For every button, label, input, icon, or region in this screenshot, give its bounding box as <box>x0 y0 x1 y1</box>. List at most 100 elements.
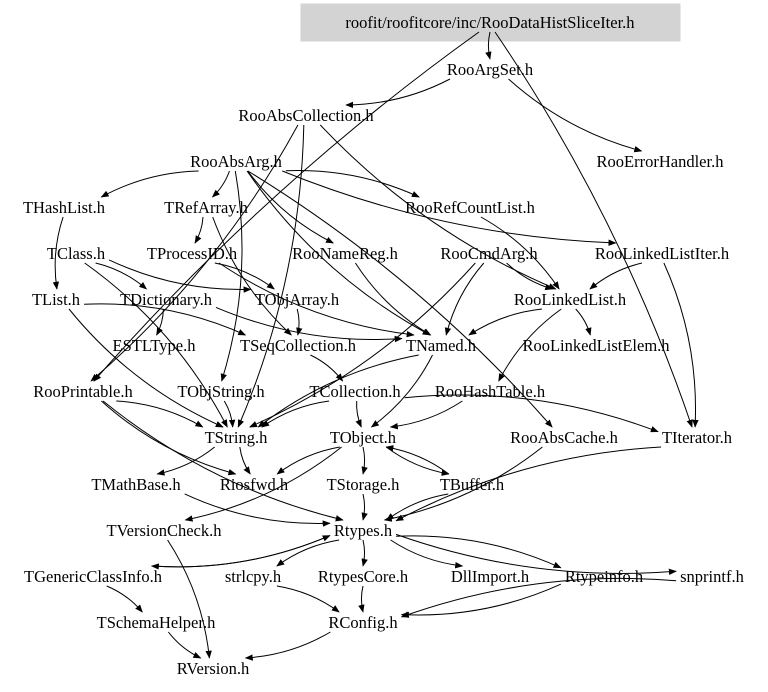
node-dllimport[interactable]: DllImport.h <box>451 567 530 586</box>
node-strlcpy[interactable]: strlcpy.h <box>225 567 282 586</box>
node-tstring[interactable]: TString.h <box>205 428 269 447</box>
node-tstorage[interactable]: TStorage.h <box>327 475 401 494</box>
edge-roolinkedlistiter-to-roolinkedlist <box>589 262 643 290</box>
node-snprintf[interactable]: snprintf.h <box>680 567 744 586</box>
edge-tgenericclassinfo-to-rtypes <box>151 535 331 568</box>
edge-rooabsarg-to-tnamed <box>246 170 431 336</box>
edge-roolinkedlistiter-to-titerator <box>663 262 699 428</box>
edge-tbuffer-to-rtypes <box>386 493 449 521</box>
edge-rtypeinfo-to-rconfig <box>400 583 562 619</box>
node-tprocessid[interactable]: TProcessID.h <box>147 244 238 263</box>
edge-tobject-to-tversioncheck <box>184 446 342 522</box>
edge-rooabsarg-to-rooabscache <box>247 170 553 428</box>
node-thashlist[interactable]: THashList.h <box>23 198 106 217</box>
node-tclass[interactable]: TClass.h <box>47 244 106 263</box>
edge-rooabsarg-to-roonamereg <box>247 170 334 244</box>
edge-tcollection-to-titerator <box>404 394 659 433</box>
edge-rtypes-to-snprintf <box>395 533 677 576</box>
edge-roolinkedlist-to-roohashtable <box>498 308 562 382</box>
edge-rtypes-to-rtypescore <box>361 539 368 567</box>
edge-tclass-to-tdictionary <box>95 262 148 290</box>
node-trefarray[interactable]: TRefArray.h <box>164 198 248 217</box>
node-tobjstring[interactable]: TObjString.h <box>177 382 265 401</box>
node-rooabsarg[interactable]: RooAbsArg.h <box>190 152 283 171</box>
node-roohashtable[interactable]: RooHashTable.h <box>435 382 546 401</box>
node-rooabscollection[interactable]: RooAbsCollection.h <box>238 106 374 125</box>
edge-tgenericclassinfo-to-tschemahelper <box>106 585 143 613</box>
node-tmathbase[interactable]: TMathBase.h <box>91 475 181 494</box>
edge-tdictionary-to-tnamed <box>215 306 403 343</box>
edge-tnamed-to-tobject <box>370 354 433 428</box>
node-titerator[interactable]: TIterator.h <box>662 428 733 447</box>
edge-rtypescore-to-rconfig <box>358 585 365 613</box>
edge-rooabsarg-to-trefarray <box>211 170 230 198</box>
node-tschemahelper[interactable]: TSchemaHelper.h <box>97 613 216 632</box>
node-rooabscache[interactable]: RooAbsCache.h <box>510 428 618 447</box>
node-roolinkedlist[interactable]: RooLinkedList.h <box>514 290 627 309</box>
node-tnamed[interactable]: TNamed.h <box>406 336 477 355</box>
edge-rooprintable-to-tstring <box>116 400 204 428</box>
edge-tlist-to-tstring <box>68 308 224 428</box>
edge-tseqcollection-to-tcollection <box>310 354 344 382</box>
edge-rooabscollection-to-tstring <box>237 124 305 428</box>
node-tseqcollection[interactable]: TSeqCollection.h <box>240 336 357 355</box>
node-root[interactable]: roofit/roofitcore/inc/RooDataHistSliceIt… <box>345 13 635 32</box>
edge-rooargset-to-rooabscollection <box>345 78 451 109</box>
edge-tmathbase-to-rtypes <box>184 493 331 527</box>
node-rooerrorhandler[interactable]: RooErrorHandler.h <box>597 152 725 171</box>
node-tdictionary[interactable]: TDictionary.h <box>120 290 213 309</box>
edge-rtypes-to-dllimport <box>390 539 464 569</box>
node-tcollection[interactable]: TCollection.h <box>309 382 401 401</box>
node-roocmdarg[interactable]: RooCmdArg.h <box>440 244 538 263</box>
edge-roocmdarg-to-tstring <box>249 262 476 428</box>
edge-rooabsarg-to-thashlist <box>100 170 199 198</box>
node-riosfwd[interactable]: Riosfwd.h <box>220 475 289 494</box>
edge-tobject-to-tstorage <box>361 446 368 475</box>
edge-tcollection-to-tstring <box>261 400 330 428</box>
edge-tcollection-to-tobject <box>355 400 362 428</box>
node-rooargset[interactable]: RooArgSet.h <box>447 60 534 79</box>
edge-tversioncheck-to-rversion <box>167 539 212 659</box>
edge-roorefcountlist-to-roolinkedlist <box>480 216 560 290</box>
edge-tclass-to-tstring <box>84 262 228 428</box>
node-tlist[interactable]: TList.h <box>32 290 81 309</box>
edge-rtypes-to-rtypeinfo <box>396 535 562 569</box>
node-tversioncheck[interactable]: TVersionCheck.h <box>106 521 222 540</box>
edge-trefarray-to-tprocessid <box>194 216 204 244</box>
edge-rooprintable-to-rtypes <box>102 400 344 522</box>
nodes-layer: roofit/roofitcore/inc/RooDataHistSliceIt… <box>23 13 745 678</box>
node-tobject[interactable]: TObject.h <box>330 428 397 447</box>
node-tgenericclassinfo[interactable]: TGenericClassInfo.h <box>24 567 163 586</box>
edge-tlist-to-tseqcollection <box>84 303 247 336</box>
node-rooprintable[interactable]: RooPrintable.h <box>33 382 133 401</box>
node-roolinkedlistelem[interactable]: RooLinkedListElem.h <box>522 336 670 355</box>
edge-roolinkedlist-to-tnamed <box>468 308 543 336</box>
edge-rconfig-to-rversion <box>244 631 331 661</box>
node-roolinkedlistiter[interactable]: RooLinkedListIter.h <box>595 244 730 263</box>
node-roorefcountlist[interactable]: RooRefCountList.h <box>405 198 535 217</box>
edge-rtypes-to-strlcpy <box>276 539 340 567</box>
node-rtypescore[interactable]: RtypesCore.h <box>318 567 409 586</box>
node-rconfig[interactable]: RConfig.h <box>328 613 398 632</box>
edges-layer <box>52 31 699 661</box>
node-tbuffer[interactable]: TBuffer.h <box>440 475 505 494</box>
edge-rooargset-to-rooerrorhandler <box>508 78 643 153</box>
edge-tstorage-to-rtypes <box>361 493 368 521</box>
edge-rooabscollection-to-roolinkedlist <box>319 124 557 290</box>
edge-roolinkedlist-to-roolinkedlistelem <box>575 308 592 336</box>
edge-root-to-titerator <box>494 31 693 428</box>
node-rtypes[interactable]: Rtypes.h <box>334 521 393 540</box>
edge-thashlist-to-tlist <box>52 216 64 290</box>
edge-rooabscache-to-rtypes <box>383 446 543 522</box>
node-tobjarray[interactable]: TObjArray.h <box>255 290 340 309</box>
edge-tnamed-to-tstring <box>257 354 419 428</box>
node-rtypeinfo[interactable]: Rtypeinfo.h <box>565 567 644 586</box>
node-rversion[interactable]: RVersion.h <box>177 659 250 678</box>
node-roonamereg[interactable]: RooNameReg.h <box>292 244 399 263</box>
edge-tobjstring-to-tstring <box>223 400 236 428</box>
edge-tobject-to-riosfwd <box>276 446 340 475</box>
node-estltype[interactable]: ESTLType.h <box>112 336 196 355</box>
edge-tprocessid-to-tnamed <box>218 262 415 338</box>
edge-snprintf-to-rconfig <box>400 577 677 618</box>
